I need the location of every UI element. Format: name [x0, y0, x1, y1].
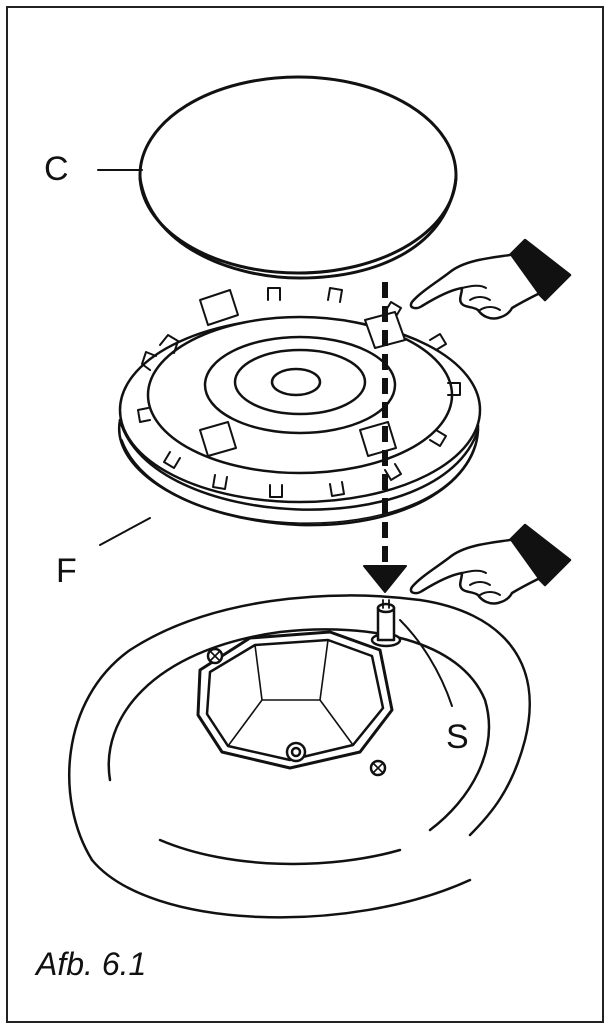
figure-caption: Afb. 6.1	[36, 946, 147, 982]
down-arrow-icon	[363, 282, 407, 593]
flame-spreader-label: F	[56, 552, 77, 590]
pointing-hand-icon	[409, 523, 572, 605]
burner-base	[68, 594, 531, 919]
leader-lines	[97, 169, 453, 707]
spark-plug-label: S	[446, 718, 469, 756]
cap-label: C	[44, 150, 69, 188]
burner-cap	[138, 75, 458, 280]
pointing-hand-icon	[409, 238, 572, 320]
flame-spreader	[117, 287, 482, 527]
